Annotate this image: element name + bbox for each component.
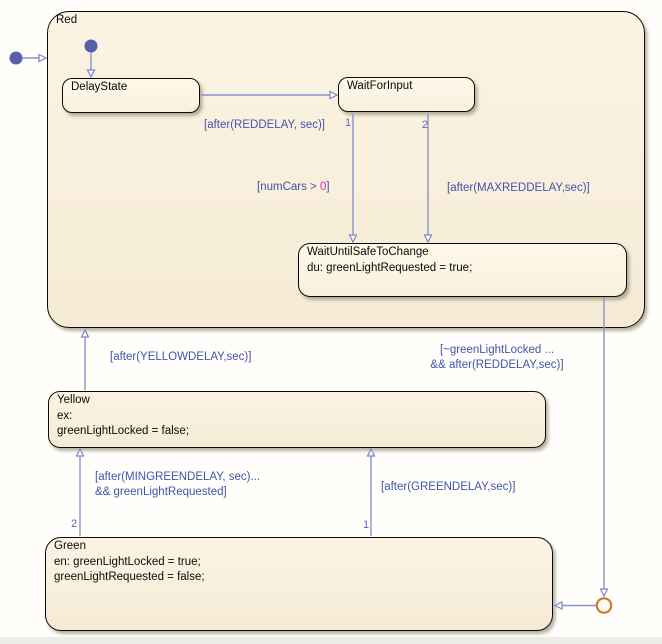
state-waituntilsafetochange-title: WaitUntilSafeToChange bbox=[307, 246, 429, 258]
label-order-green-left[interactable]: 2 bbox=[71, 518, 78, 530]
state-green-title: Green bbox=[54, 540, 86, 552]
arrowhead-into-red bbox=[38, 53, 48, 63]
label-numcars-prefix: [numCars > bbox=[257, 181, 320, 193]
state-green-body: en: greenLightLocked = true; greenLightR… bbox=[54, 555, 546, 585]
label-numcars-suffix: ] bbox=[326, 181, 330, 193]
label-after-reddelay[interactable]: [after(REDDELAY, sec)] bbox=[204, 119, 326, 131]
arrowhead-into-green bbox=[553, 601, 563, 610]
label-numcars-value: 0 bbox=[319, 181, 327, 193]
state-yellow-body-line2: greenLightLocked = false; bbox=[57, 425, 190, 437]
state-yellow-title: Yellow bbox=[57, 394, 90, 406]
canvas-bottom-edge bbox=[0, 637, 662, 644]
state-yellow[interactable]: Yellow ex: greenLightLocked = false; bbox=[48, 391, 546, 448]
state-waituntilsafetochange[interactable]: WaitUntilSafeToChange du: greenLightRequ… bbox=[298, 243, 627, 297]
state-waitforinput-title: WaitForInput bbox=[347, 80, 413, 92]
label-order-waitforinput-2[interactable]: 2 bbox=[422, 119, 429, 131]
connective-junction[interactable] bbox=[595, 597, 613, 614]
label-greenlightlocked-line1: [~greenLightLocked ... bbox=[439, 344, 555, 356]
state-yellow-body-line1: ex: bbox=[57, 410, 73, 422]
initial-transition-dot-red[interactable] bbox=[9, 51, 23, 65]
arrowhead-into-junction bbox=[599, 588, 609, 598]
state-waitforinput[interactable]: WaitForInput bbox=[338, 77, 475, 112]
arrowhead-into-yellow-right bbox=[366, 447, 376, 457]
label-after-yellowdelay[interactable]: [after(YELLOWDELAY,sec)] bbox=[110, 351, 252, 363]
state-green-body-line1: en: greenLightLocked = true; bbox=[54, 556, 201, 568]
label-mingreendelay-line2: && greenLightRequested] bbox=[95, 486, 227, 498]
state-waituntilsafetochange-body: du: greenLightRequested = true; bbox=[307, 262, 473, 274]
label-order-waitforinput-1[interactable]: 1 bbox=[345, 117, 352, 129]
label-order-green-right[interactable]: 1 bbox=[363, 519, 370, 531]
state-green-body-line2: greenLightRequested = false; bbox=[54, 571, 205, 583]
arrowhead-into-red-bottom bbox=[80, 328, 90, 338]
state-delaystate[interactable]: DelayState bbox=[62, 78, 200, 113]
label-greenlightlocked-line2: && after(REDDELAY,sec)] bbox=[430, 359, 564, 371]
label-after-maxreddelay[interactable]: [after(MAXREDDELAY,sec)] bbox=[447, 182, 590, 194]
state-red-title: Red bbox=[56, 14, 78, 26]
label-greenlightlocked-condition[interactable]: [~greenLightLocked ... && after(REDDELAY… bbox=[416, 343, 578, 373]
state-delaystate-title: DelayState bbox=[71, 81, 128, 93]
arrowhead-into-yellow-left bbox=[75, 447, 85, 457]
label-numcars-condition[interactable]: [numCars > 0] bbox=[257, 180, 330, 195]
state-yellow-body: ex: greenLightLocked = false; bbox=[57, 409, 539, 439]
label-after-greendelay[interactable]: [after(GREENDELAY,sec)] bbox=[381, 481, 516, 493]
label-mingreendelay-condition[interactable]: [after(MINGREENDELAY, sec)... && greenLi… bbox=[95, 470, 260, 500]
label-mingreendelay-line1: [after(MINGREENDELAY, sec)... bbox=[95, 471, 261, 483]
state-green[interactable]: Green en: greenLightLocked = true; green… bbox=[45, 537, 553, 631]
